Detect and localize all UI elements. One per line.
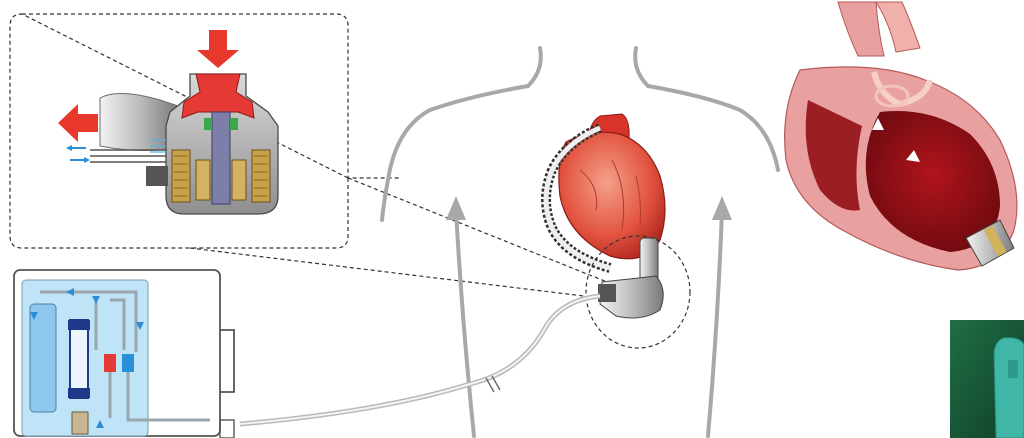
green-device-photo	[950, 320, 1024, 438]
down-arrow-icon	[197, 30, 239, 68]
pump-cross-section-panel	[10, 14, 400, 248]
heart-cutaway	[785, 2, 1017, 270]
red-valve	[104, 354, 116, 372]
control-console	[14, 270, 234, 438]
driveline	[240, 296, 600, 424]
flow-arrow-icon	[66, 145, 90, 163]
blue-valve	[122, 354, 134, 372]
implanted-heart	[546, 114, 690, 348]
reservoir	[30, 304, 56, 412]
body-outline	[382, 48, 778, 436]
cannula	[70, 320, 88, 398]
rotor-shaft	[212, 112, 230, 204]
left-arrow-icon	[58, 104, 98, 142]
